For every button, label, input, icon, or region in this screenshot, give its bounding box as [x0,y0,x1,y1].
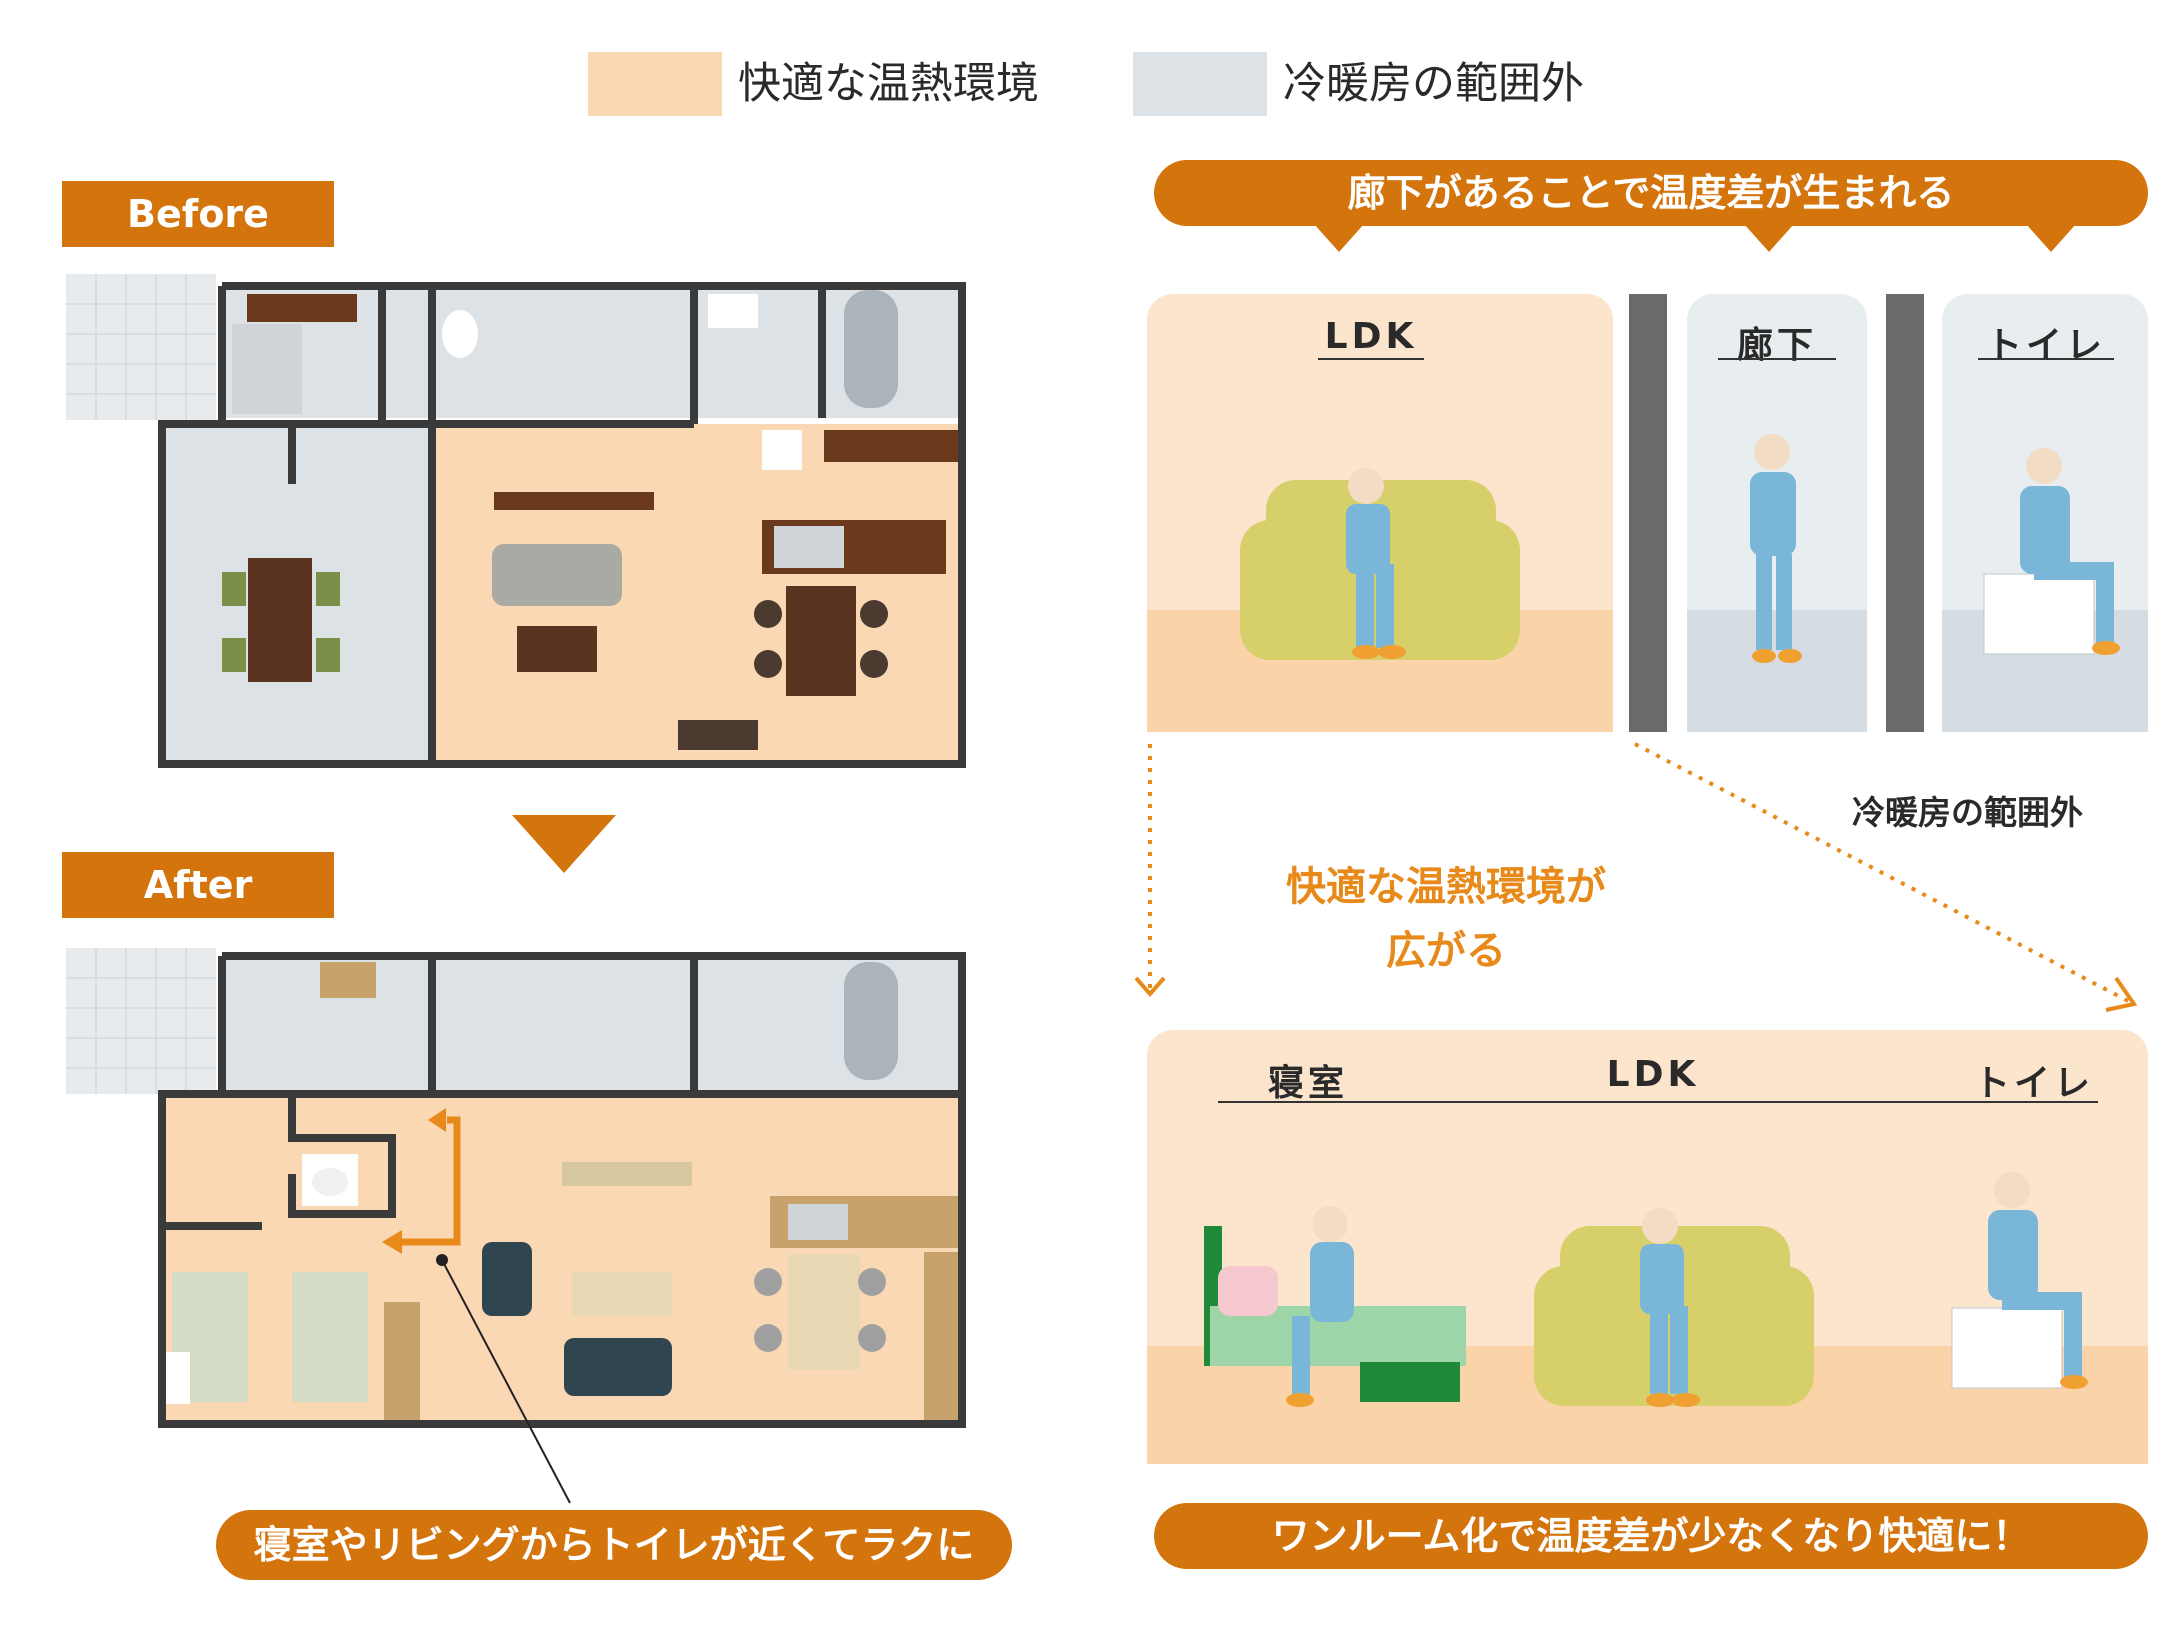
bottom-rooms-underline [1218,1101,2098,1103]
top-banner: 廊下があることで温度差が生まれる [1154,160,2148,226]
bottom-toilet-person-illustration [1951,1172,2088,1389]
after-floor-plan [66,948,966,1428]
bottom-room-bedroom: 寝室 [1267,1063,1348,1104]
legend-comfort-swatch [588,52,722,116]
top-room-ldk: LDK [1324,316,1418,357]
before-to-after-arrow [512,815,616,873]
top-room-toilet: トイレ [1985,325,2106,366]
legend-outside-label: 冷暖房の範囲外 [1283,59,1584,109]
callout-line [441,1259,571,1504]
top-hallway-underline [1718,358,1836,360]
before-floor-plan [66,274,966,768]
top-toilet-person-illustration [1983,448,2120,655]
banner-pointers [1314,224,2076,252]
before-tag: Before [62,181,334,247]
top-wall-2 [1886,294,1924,732]
after-caption: 寝室やリビングからトイレが近くてラクに [216,1510,1012,1580]
bottom-sofa-person-illustration [1534,1208,1814,1407]
legend-outside-swatch [1133,52,1267,116]
bottom-bed-person-illustration [1204,1206,1466,1407]
top-toilet-underline [1978,358,2114,360]
dotted-arrows [1134,742,2138,1012]
legend-comfort-label: 快適な温熱環境 [738,59,1039,109]
top-ldk-underline [1318,358,1424,360]
bottom-room-toilet: トイレ [1973,1063,2094,1104]
comfort-note-line1: 快適な温熱環境が [1286,864,1606,910]
top-wall-1 [1629,294,1667,732]
bottom-banner: ワンルーム化で温度差が少なくなり快適に！ [1154,1503,2148,1569]
top-hallway-person-illustration [1750,434,1802,663]
bottom-room-ldk: LDK [1606,1054,1700,1095]
outside-range-note: 冷暖房の範囲外 [1852,793,2083,832]
comfort-note-line2: 広がる [1386,928,1506,974]
top-sofa-person-illustration [1240,468,1520,660]
after-tag: After [62,852,334,918]
top-room-hallway: 廊下 [1736,325,1817,366]
